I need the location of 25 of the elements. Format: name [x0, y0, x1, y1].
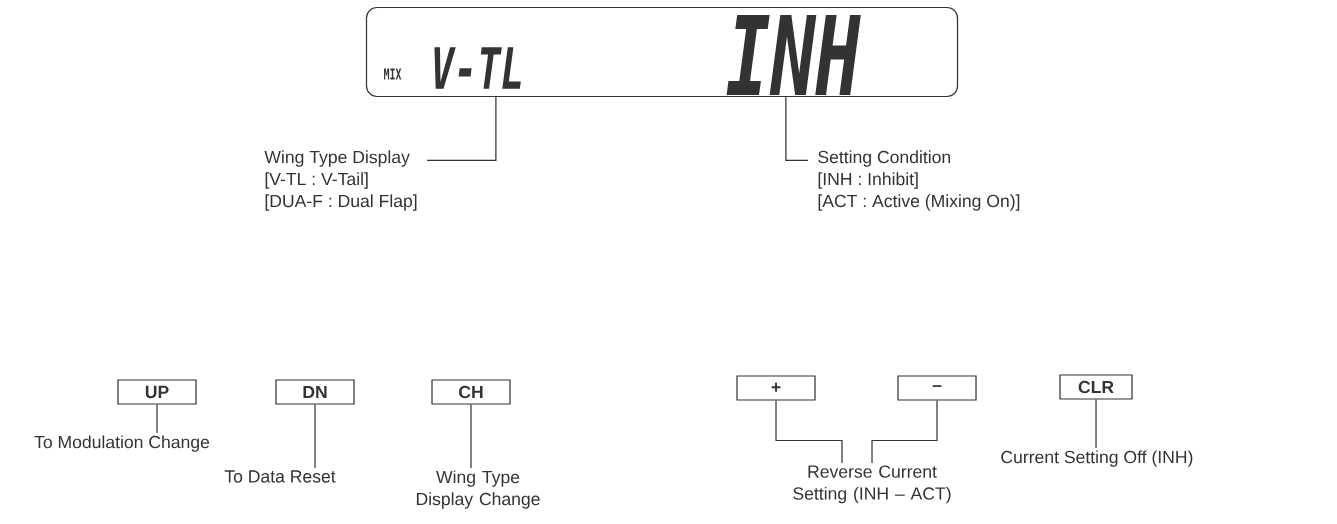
key-button: CLR — [1059, 374, 1133, 400]
key-button: UP — [117, 379, 197, 405]
callout-text: Wing Type Display [V-TL : V-Tail] [DUA-F : Dual Flap] — [264, 150, 417, 211]
leader-line — [1095, 399, 1097, 449]
leader-line — [871, 400, 938, 464]
key-button: + — [736, 375, 816, 401]
lcd-text: V-TL — [434, 47, 521, 89]
function-label: To Data Reset — [224, 470, 336, 483]
function-label: Wing Type Display Change — [416, 470, 540, 509]
lcd-screen — [365, 6, 959, 98]
lcd-text: MIX — [384, 68, 402, 80]
function-label: To Modulation Change — [34, 435, 210, 452]
leader-line — [426, 96, 497, 161]
function-label: Reverse Current Setting (INH – ACT) — [793, 465, 951, 504]
leader-line — [470, 404, 472, 469]
leader-line — [314, 404, 316, 469]
function-label: Current Setting Off (INH) — [1001, 450, 1193, 467]
key-button: DN — [275, 379, 355, 405]
leader-line — [785, 96, 809, 161]
lcd-text: INH — [726, 14, 861, 96]
key-button: CH — [431, 379, 511, 405]
key-button: – — [897, 375, 977, 401]
callout-text: Setting Condition [INH : Inhibit] [ACT : Active (Mixing On)] — [818, 150, 1020, 211]
leader-line — [775, 400, 843, 464]
leader-line — [156, 404, 158, 434]
